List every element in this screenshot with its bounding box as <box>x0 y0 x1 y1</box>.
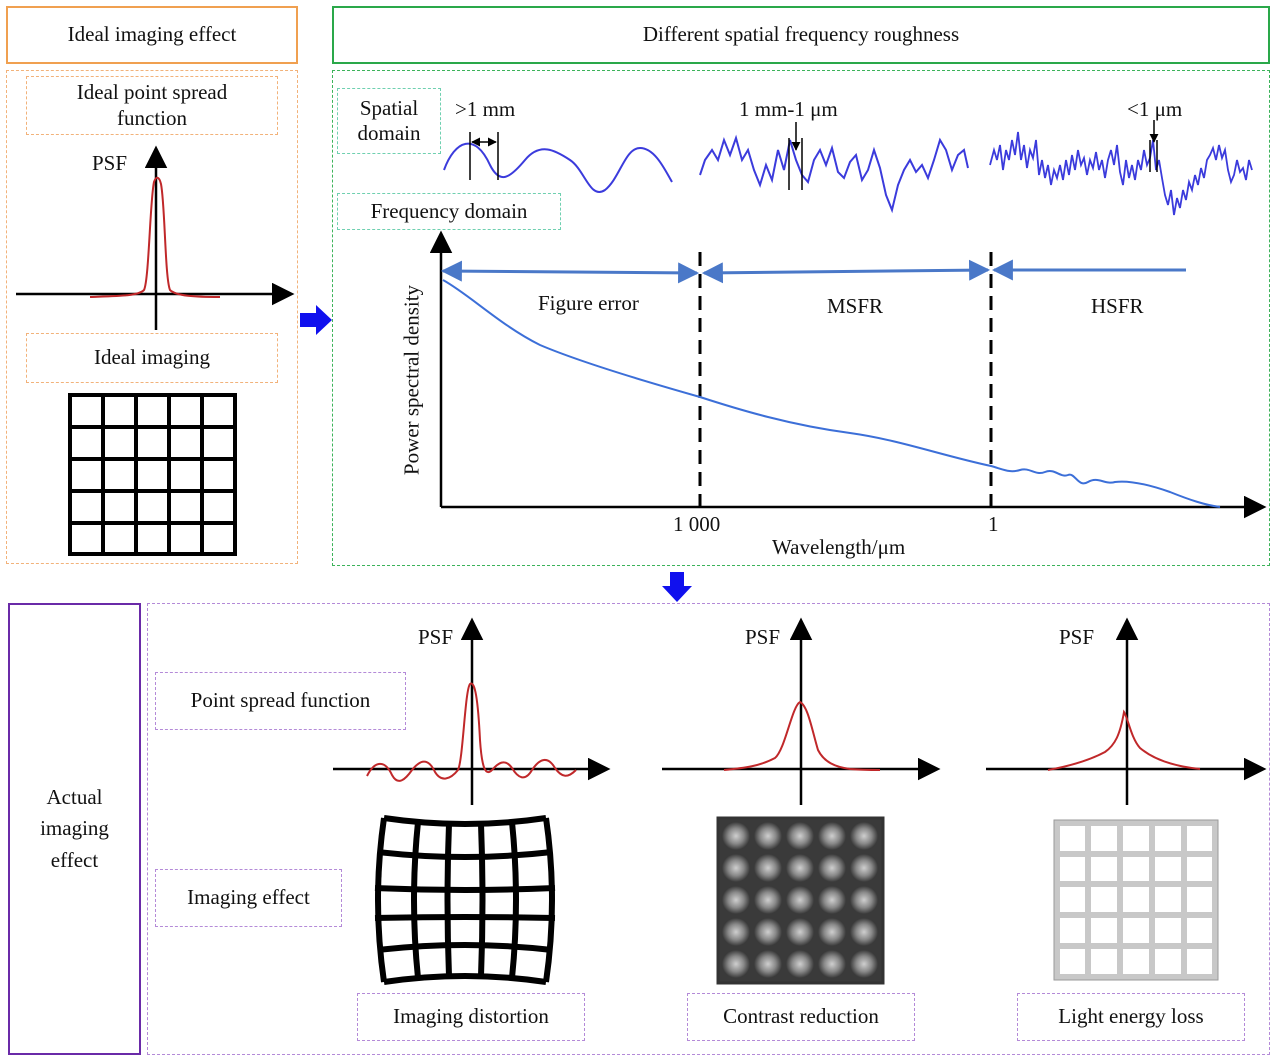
actual-psf-label: Point spread function <box>190 688 371 713</box>
region-label-hsfr: HSFR <box>1091 294 1144 318</box>
frequency-domain-label: Frequency domain <box>370 198 528 223</box>
ideal-imaging-title: Ideal imaging effect <box>6 6 298 64</box>
psf3-curve <box>1047 709 1201 771</box>
x-tick-1: 1 <box>988 512 999 536</box>
wave-label-mid: 1 mm-1 μm <box>739 97 838 121</box>
psd-curve <box>442 279 1221 508</box>
wave-low <box>443 142 673 193</box>
effect-box-light: Light energy loss <box>1017 993 1245 1041</box>
effect-label-contrast: Contrast reduction <box>723 1004 879 1029</box>
region-label-msfr: MSFR <box>827 294 884 318</box>
imaging-effect-label: Imaging effect <box>187 885 310 910</box>
spatial-domain-label: Spatial domain <box>357 95 421 145</box>
actual-imaging-title: Actual imaging effect <box>40 784 109 872</box>
x-tick-1000: 1 000 <box>673 512 721 536</box>
contrast-grid-image <box>716 816 885 985</box>
ideal-psf-label-box: Ideal point spread function <box>26 76 278 135</box>
faded-grid-image <box>1053 819 1219 981</box>
roughness-title: Different spatial frequency roughness <box>332 6 1270 64</box>
region-label-figure-error: Figure error <box>538 291 639 315</box>
psf2-curve <box>723 700 881 771</box>
psf-axis-label-2: PSF <box>745 625 781 649</box>
ideal-psf-axis-label: PSF <box>92 151 128 175</box>
ideal-psf-curve <box>89 176 221 298</box>
distortion-grid-image <box>374 815 556 985</box>
effect-label-light: Light energy loss <box>1058 1004 1204 1029</box>
actual-psf-label-box: Point spread function <box>155 672 406 730</box>
ideal-imaging-label-box: Ideal imaging <box>26 333 278 383</box>
ideal-grid-image <box>68 393 237 556</box>
spatial-domain-box: Spatial domain <box>337 88 441 154</box>
effect-label-distortion: Imaging distortion <box>393 1004 549 1029</box>
wave-label-high: <1 μm <box>1127 97 1183 121</box>
psf-axis-label-3: PSF <box>1059 625 1095 649</box>
wave-high <box>989 131 1253 216</box>
wave-mid <box>699 134 969 214</box>
ideal-panel <box>6 70 298 564</box>
psf1-curve <box>366 682 577 782</box>
frequency-domain-box: Frequency domain <box>337 193 561 230</box>
region-arrow-figure <box>440 260 700 284</box>
effect-box-contrast: Contrast reduction <box>687 993 915 1041</box>
x-axis-label: Wavelength/μm <box>772 535 906 559</box>
ideal-psf-label: Ideal point spread function <box>76 80 228 130</box>
roughness-panel <box>332 70 1270 566</box>
imaging-effect-label-box: Imaging effect <box>155 869 342 927</box>
effect-box-distortion: Imaging distortion <box>357 993 585 1041</box>
flow-arrow-right <box>300 305 332 335</box>
psf-axis-label-1: PSF <box>418 625 454 649</box>
wave-label-low: >1 mm <box>455 97 516 121</box>
region-arrow-msfr <box>701 259 991 284</box>
flow-arrow-down <box>662 572 692 602</box>
ideal-imaging-label: Ideal imaging <box>93 345 211 370</box>
